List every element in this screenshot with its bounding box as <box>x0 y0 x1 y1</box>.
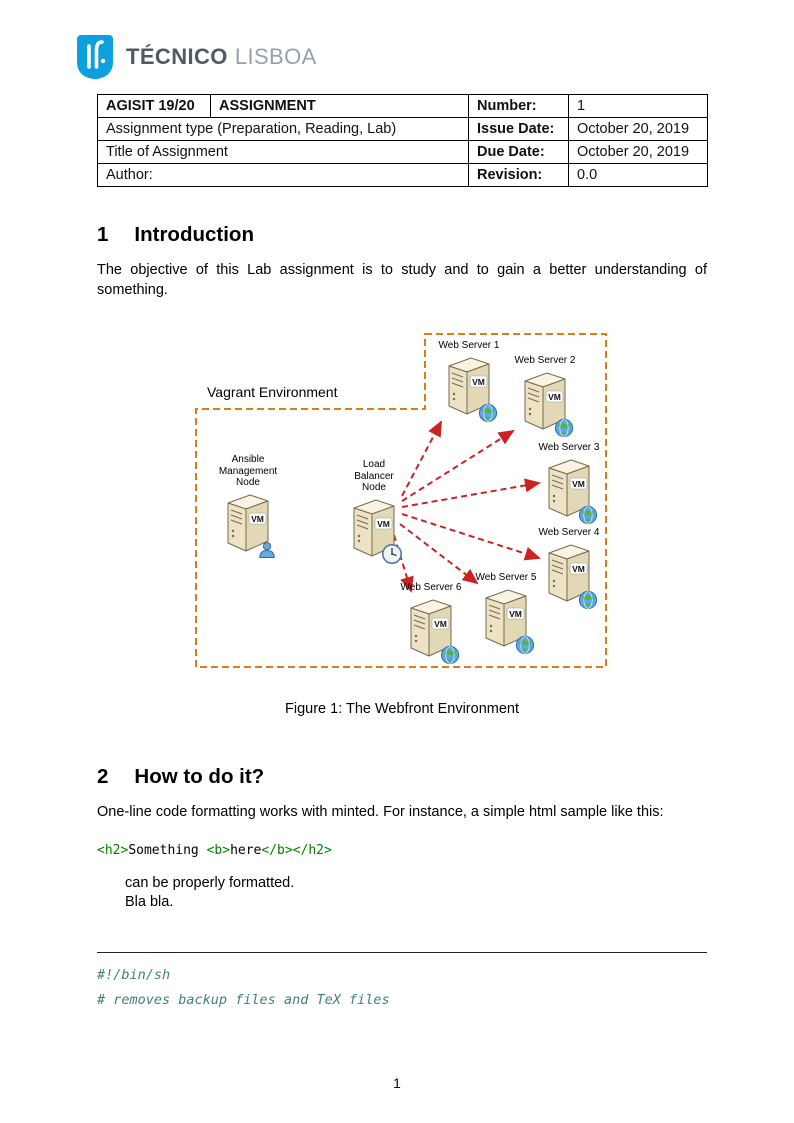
section-number: 2 <box>97 765 109 789</box>
logo-wordmark: TÉCNICO LISBOA <box>126 44 317 70</box>
tecnico-lisboa-logo: TÉCNICO LISBOA <box>75 33 317 81</box>
revision-value-cell: 0.0 <box>568 163 708 187</box>
node-label: Web Server 5 <box>475 572 537 584</box>
code-token: <b> <box>206 843 231 859</box>
due-date-label-cell: Due Date: <box>468 140 569 164</box>
node-label: Web Server 3 <box>538 442 600 454</box>
clock-icon <box>382 543 402 564</box>
intro-paragraph: The objective of this Lab assignment is … <box>97 262 707 298</box>
node-label: Web Server 1 <box>438 340 500 352</box>
number-label-cell: Number: <box>468 94 569 118</box>
code-line: #!/bin/sh <box>97 967 171 984</box>
code-token: Something <box>128 843 207 859</box>
page-number: 1 <box>393 1076 401 1091</box>
node-label: Web Server 2 <box>514 355 576 367</box>
code-token: here <box>230 843 262 859</box>
figure-caption: Figure 1: The Webfront Environment <box>285 701 519 718</box>
figure-1-diagram: Vagrant Environment Ansible Management N… <box>195 328 615 673</box>
number-value-cell: 1 <box>568 94 708 118</box>
followup-text: can be properly formatted. Bla bla. <box>125 874 707 912</box>
node-label: Load Balancer Node <box>354 459 394 494</box>
document-content: AGISIT 19/20 ASSIGNMENT Number: 1 Assign… <box>97 94 708 1012</box>
inline-code-sample: <h2>Something <b>here</b></h2> <box>97 843 707 858</box>
web-server-1-node: Web Server 1 <box>437 340 501 423</box>
section-number: 1 <box>97 223 109 246</box>
section-title: Introduction <box>134 223 254 246</box>
author-cell: Author: <box>97 163 469 187</box>
web-server-5-node: Web Server 5 <box>474 572 538 655</box>
web-server-2-node: Web Server 2 <box>513 355 577 438</box>
tecnico-shield-icon <box>77 35 113 79</box>
logo-lisboa-text: LISBOA <box>234 44 317 69</box>
table-row: Title of Assignment Due Date: October 20… <box>97 140 708 164</box>
web-server-6-node: Web Server 6 <box>399 582 463 665</box>
title-cell: Title of Assignment <box>97 140 469 164</box>
ansible-management-node: Ansible Management Node <box>216 454 280 558</box>
issue-date-label-cell: Issue Date: <box>468 117 569 141</box>
shell-code-listing: #!/bin/sh # removes backup files and TeX… <box>97 952 707 1012</box>
code-token: </h2> <box>292 843 332 859</box>
person-icon <box>259 542 275 558</box>
section-title: How to do it? <box>134 765 265 789</box>
web-server-3-node: Web Server 3 <box>537 442 601 525</box>
code-token: <h2> <box>97 843 129 859</box>
globe-icon <box>578 505 598 525</box>
assignment-header-table: AGISIT 19/20 ASSIGNMENT Number: 1 Assign… <box>97 94 708 187</box>
course-cell: AGISIT 19/20 <box>97 94 211 118</box>
globe-icon <box>578 590 598 610</box>
load-balancer-node: Load Balancer Node <box>342 459 406 564</box>
issue-date-value-cell: October 20, 2019 <box>568 117 708 141</box>
globe-icon <box>515 635 535 655</box>
logo-tecnico-text: TÉCNICO <box>126 44 228 69</box>
howto-paragraph: One-line code formatting works with mint… <box>97 804 664 821</box>
globe-icon <box>440 645 460 665</box>
load-balancer-arrows <box>393 420 541 594</box>
diagram-canvas <box>195 333 607 669</box>
section-1-heading: 1 Introduction <box>97 223 707 247</box>
code-line: # removes backup files and TeX files <box>97 991 390 1008</box>
due-date-value-cell: October 20, 2019 <box>568 140 708 164</box>
web-server-4-node: Web Server 4 <box>537 527 601 610</box>
table-row: AGISIT 19/20 ASSIGNMENT Number: 1 <box>97 94 708 118</box>
node-label: Ansible Management Node <box>218 454 278 489</box>
globe-icon <box>554 418 574 438</box>
assignment-type-cell: Assignment type (Preparation, Reading, L… <box>97 117 469 141</box>
globe-icon <box>478 403 498 423</box>
code-token: </b> <box>261 843 293 859</box>
section-2-heading: 2 How to do it? <box>97 765 707 789</box>
node-label: Web Server 6 <box>400 582 462 594</box>
followup-line-2: Bla bla. <box>125 894 174 911</box>
revision-label-cell: Revision: <box>468 163 569 187</box>
assignment-cell: ASSIGNMENT <box>210 94 469 118</box>
vagrant-environment-border <box>195 333 607 669</box>
followup-line-1: can be properly formatted. <box>125 875 295 892</box>
table-row: Author: Revision: 0.0 <box>97 163 708 187</box>
vagrant-environment-label: Vagrant Environment <box>207 384 338 401</box>
table-row: Assignment type (Preparation, Reading, L… <box>97 117 708 141</box>
node-label: Web Server 4 <box>538 527 600 539</box>
